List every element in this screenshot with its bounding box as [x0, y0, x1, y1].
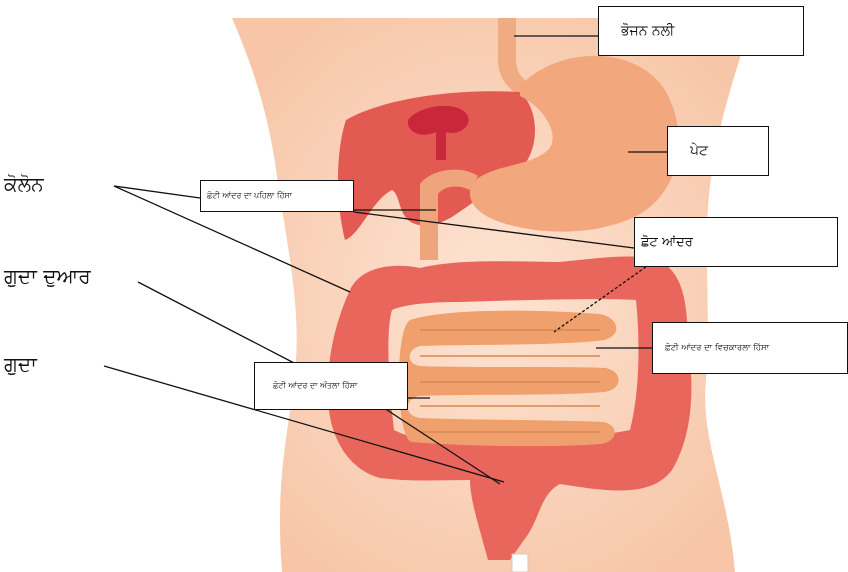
esophagus-label: ਭੋਜਨ ਨਲੀ: [621, 23, 674, 39]
anus-stub: [512, 554, 528, 572]
stomach-label: ਪੇਟ: [690, 143, 708, 159]
small-intestine-label-box: ਛੋਟ ਆਂਦਰ: [634, 217, 838, 267]
rectum-label: ਗੁਦਾ: [4, 352, 37, 376]
colon-label: ਕੋਲੋਨ: [4, 172, 44, 196]
anal-canal-label: ਗੁਦਾ ਦੁਆਰ: [4, 264, 91, 288]
jejunum-label-box: ਛੋਟੀ ਆਂਦਰ ਦਾ ਵਿਚਕਾਰਲਾ ਹਿੱਸਾ: [652, 322, 848, 374]
duodenum-label: ਛੋਟੀ ਆਂਦਰ ਦਾ ਪਹਿਲਾ ਹਿੱਸਾ: [207, 191, 292, 201]
duodenum-label-box: ਛੋਟੀ ਆਂਦਰ ਦਾ ਪਹਿਲਾ ਹਿੱਸਾ: [200, 180, 354, 212]
stomach-label-box: ਪੇਟ: [667, 126, 769, 176]
small-intestine-label: ਛੋਟ ਆਂਦਰ: [641, 235, 693, 250]
ileum-label: ਛੋਟੀ ਆਂਦਰ ਦਾ ਅੰਤਲਾ ਹਿੱਸਾ: [273, 381, 357, 391]
jejunum-label: ਛੋਟੀ ਆਂਦਰ ਦਾ ਵਿਚਕਾਰਲਾ ਹਿੱਸਾ: [665, 343, 769, 353]
esophagus-label-box: ਭੋਜਨ ਨਲੀ: [598, 6, 804, 56]
small-intestine-shape: [399, 311, 619, 447]
ileum-label-box: ਛੋਟੀ ਆਂਦਰ ਦਾ ਅੰਤਲਾ ਹਿੱਸਾ: [254, 362, 408, 410]
